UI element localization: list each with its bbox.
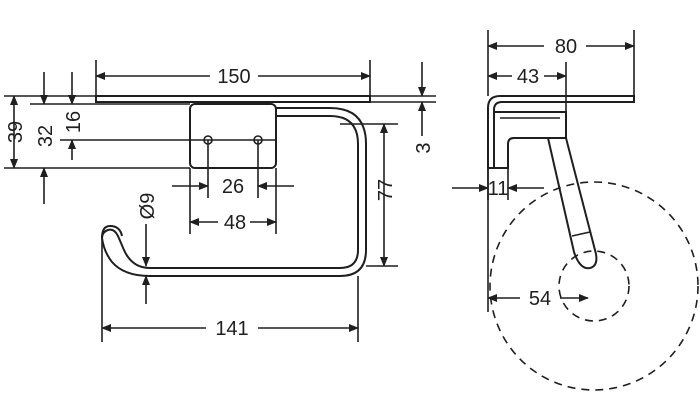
front-shelf-plate <box>95 95 371 103</box>
dim-48-label: 48 <box>224 212 246 234</box>
front-view: 150 39 32 16 3 77 Ø9 26 <box>4 60 436 342</box>
dim-141-label: 141 <box>215 318 248 340</box>
dim-150-label: 150 <box>217 66 250 88</box>
side-view: 80 43 11 54 <box>452 30 699 391</box>
front-mount-block <box>189 103 277 169</box>
dim-77-label: 77 <box>375 179 397 201</box>
dim-32-label: 32 <box>35 125 57 147</box>
dim-43-label: 43 <box>517 66 539 88</box>
front-holder-tip <box>101 224 123 239</box>
dim-dia-label: Ø9 <box>137 193 159 220</box>
dim-3-label: 3 <box>413 142 435 153</box>
dim-39-label: 39 <box>5 121 27 143</box>
dim-54-label: 54 <box>529 288 551 310</box>
dim-26-label: 26 <box>222 176 244 198</box>
dim-80-label: 80 <box>555 36 577 58</box>
side-arm-joint <box>571 231 591 237</box>
side-roll-outline <box>489 181 699 391</box>
side-wall-plate <box>487 95 635 169</box>
side-roll-core <box>558 250 630 322</box>
side-arm <box>547 137 598 270</box>
dim-11-label: 11 <box>488 178 509 200</box>
dim-16-label: 16 <box>63 111 85 133</box>
front-holder-arm <box>100 107 367 277</box>
side-bracket <box>493 111 567 169</box>
